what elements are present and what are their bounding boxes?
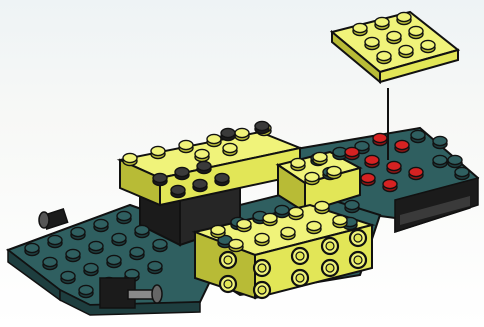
stud [263,213,277,225]
stud [365,37,379,49]
stud [397,12,411,24]
side-stud-inner [354,234,362,242]
stud [345,200,359,212]
stud [333,215,347,227]
stud [175,167,189,179]
stud [409,26,423,38]
side-stud-inner [296,252,304,260]
stud [373,133,387,145]
stud [171,185,185,197]
stud [433,136,447,148]
stud [421,40,435,52]
stud [215,173,229,185]
stud [25,243,39,255]
stud [289,207,303,219]
stud [255,233,269,245]
stud [305,172,319,184]
stud [307,221,321,233]
side-stud-inner [296,274,304,282]
stud [148,261,162,273]
stud [61,271,75,283]
stud [71,227,85,239]
stud [79,285,93,297]
stud [195,149,209,161]
stud [123,153,137,165]
stud [84,263,98,275]
stud [179,140,193,152]
stud [377,51,391,63]
side-stud-inner [258,286,266,294]
stud [345,147,359,159]
stud [197,161,211,173]
side-stud-inner [224,256,232,264]
new-yellow-plate-2x4 [332,12,458,82]
stud [409,167,423,179]
stud [117,211,131,223]
stud [387,31,401,43]
stud [313,152,327,164]
stud [411,130,425,142]
stud [433,155,447,167]
stud [399,45,413,57]
stud [327,166,341,178]
stud [43,257,57,269]
stud [229,239,243,251]
stud [211,225,225,237]
stud [387,161,401,173]
stud [153,239,167,251]
side-stud-inner [224,280,232,288]
stud [383,179,397,191]
stud [107,255,121,267]
stud [281,227,295,239]
stud [193,179,207,191]
stud [353,23,367,35]
side-stud-inner [354,256,362,264]
stud [130,247,144,259]
stud [361,173,375,185]
stud [395,140,409,152]
stud [135,225,149,237]
stud [237,219,251,231]
stud [315,201,329,213]
stud [221,128,235,140]
side-stud-inner [258,264,266,272]
stud [375,17,389,29]
stud [275,205,289,217]
stud [151,146,165,158]
stud [66,249,80,261]
stud [153,173,167,185]
stud [448,155,462,167]
stud [291,158,305,170]
stud [223,143,237,155]
side-stud-inner [326,264,334,272]
stud [235,128,249,140]
stud [207,134,221,146]
stud [112,233,126,245]
stud [255,121,269,133]
stud [455,167,469,179]
stud [89,241,103,253]
side-stud-inner [326,242,334,250]
stud [48,235,62,247]
stud [365,155,379,167]
stud [94,219,108,231]
